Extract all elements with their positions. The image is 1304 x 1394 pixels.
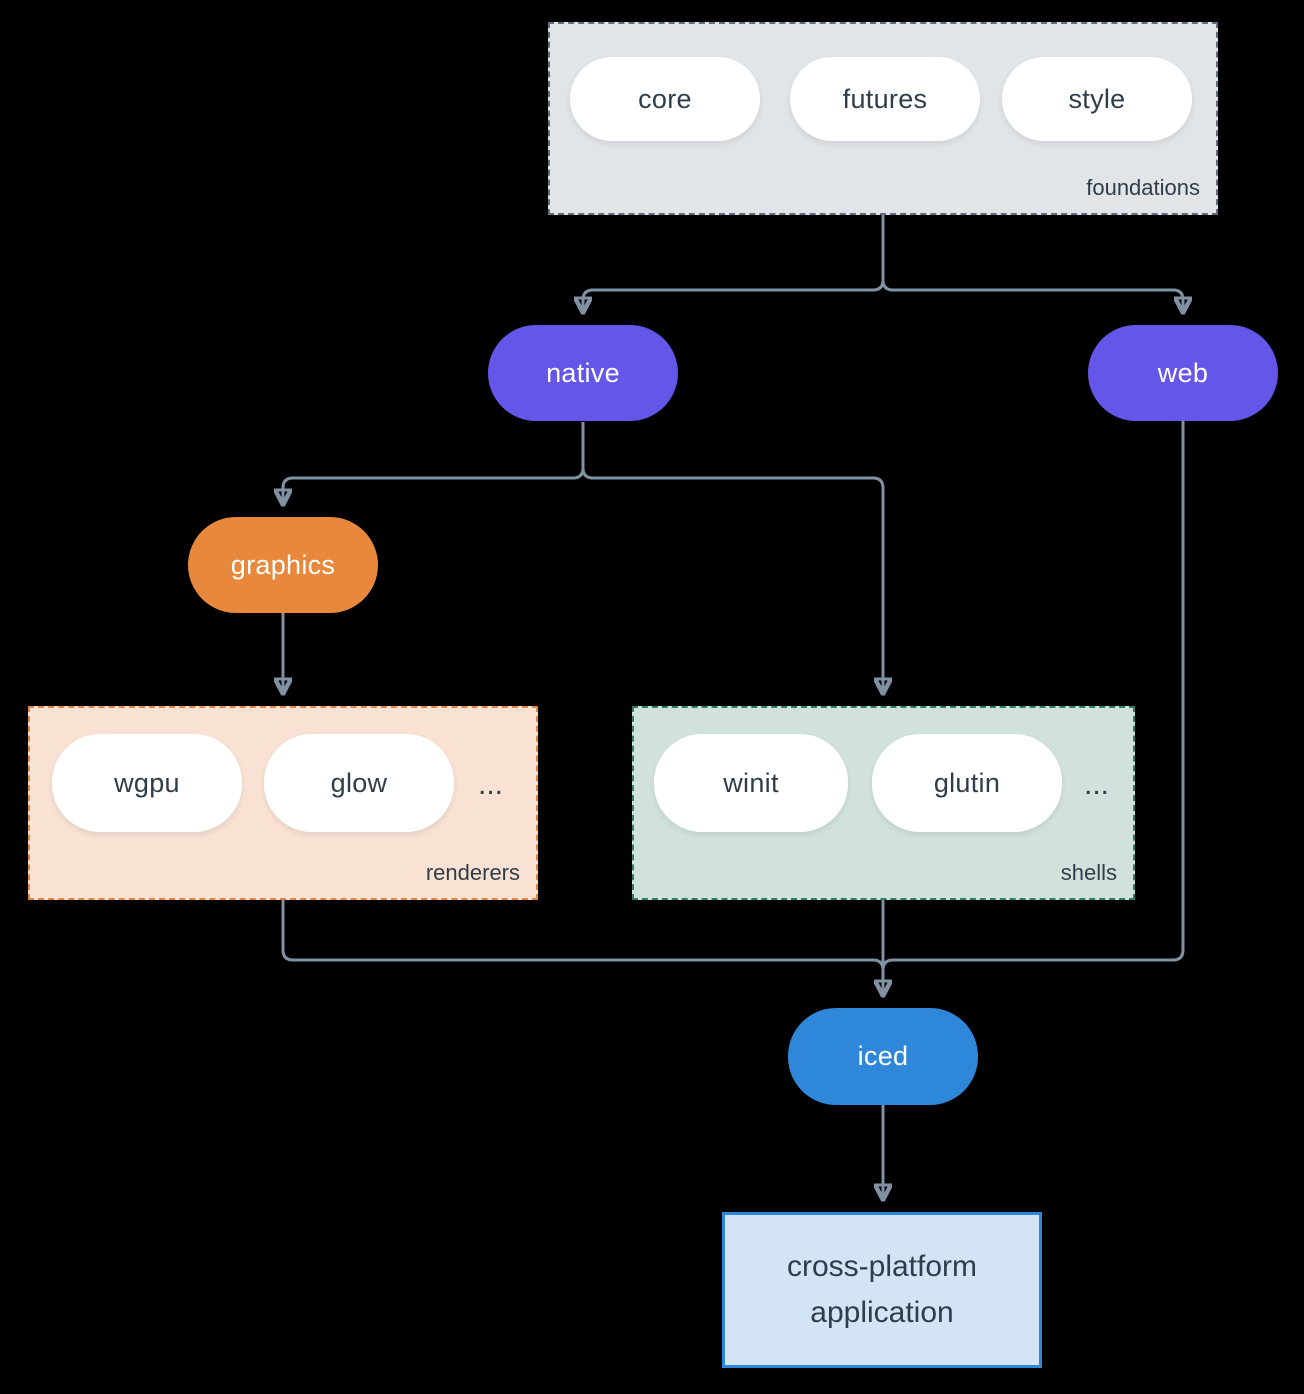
node-futures: futures [790, 57, 980, 141]
node-graphics: graphics [188, 517, 378, 613]
node-iced-label: iced [857, 1041, 909, 1071]
application-label-line1: cross-platform [786, 1249, 978, 1283]
application-box: cross-platform application [722, 1212, 1042, 1368]
renderers-ellipsis: ... [478, 768, 504, 801]
node-glow: glow [264, 734, 454, 832]
node-wgpu: wgpu [52, 734, 242, 832]
application-label-line2: application [810, 1296, 954, 1329]
edge-native-shells [581, 422, 883, 691]
shells-ellipsis: ... [1084, 768, 1110, 801]
edge-native-graphics [283, 422, 585, 502]
node-glutin-label: glutin [933, 767, 1001, 798]
node-glow-label: glow [330, 767, 388, 798]
renderers-label: renderers [425, 860, 520, 885]
node-winit-label: winit [723, 767, 779, 798]
node-web-label: web [1157, 357, 1209, 388]
node-web: web [1088, 325, 1278, 421]
node-glutin: glutin [872, 734, 1062, 832]
node-winit: winit [654, 734, 848, 832]
node-core: core [570, 57, 760, 141]
foundations-label: foundations [1086, 175, 1200, 200]
shells-label: shells [1060, 860, 1117, 885]
edge-foundations-web [881, 215, 1183, 310]
node-native: native [488, 325, 678, 421]
node-wgpu-label: wgpu [114, 767, 180, 798]
edge-foundations-native [583, 215, 885, 310]
node-iced: iced [788, 1008, 978, 1105]
node-futures-label: futures [842, 83, 928, 114]
node-graphics-label: graphics [230, 549, 336, 580]
node-core-label: core [638, 83, 692, 114]
node-style-label: style [1068, 83, 1126, 114]
edge-renderers-merge [281, 900, 885, 971]
node-native-label: native [546, 357, 620, 388]
node-style: style [1002, 57, 1192, 141]
